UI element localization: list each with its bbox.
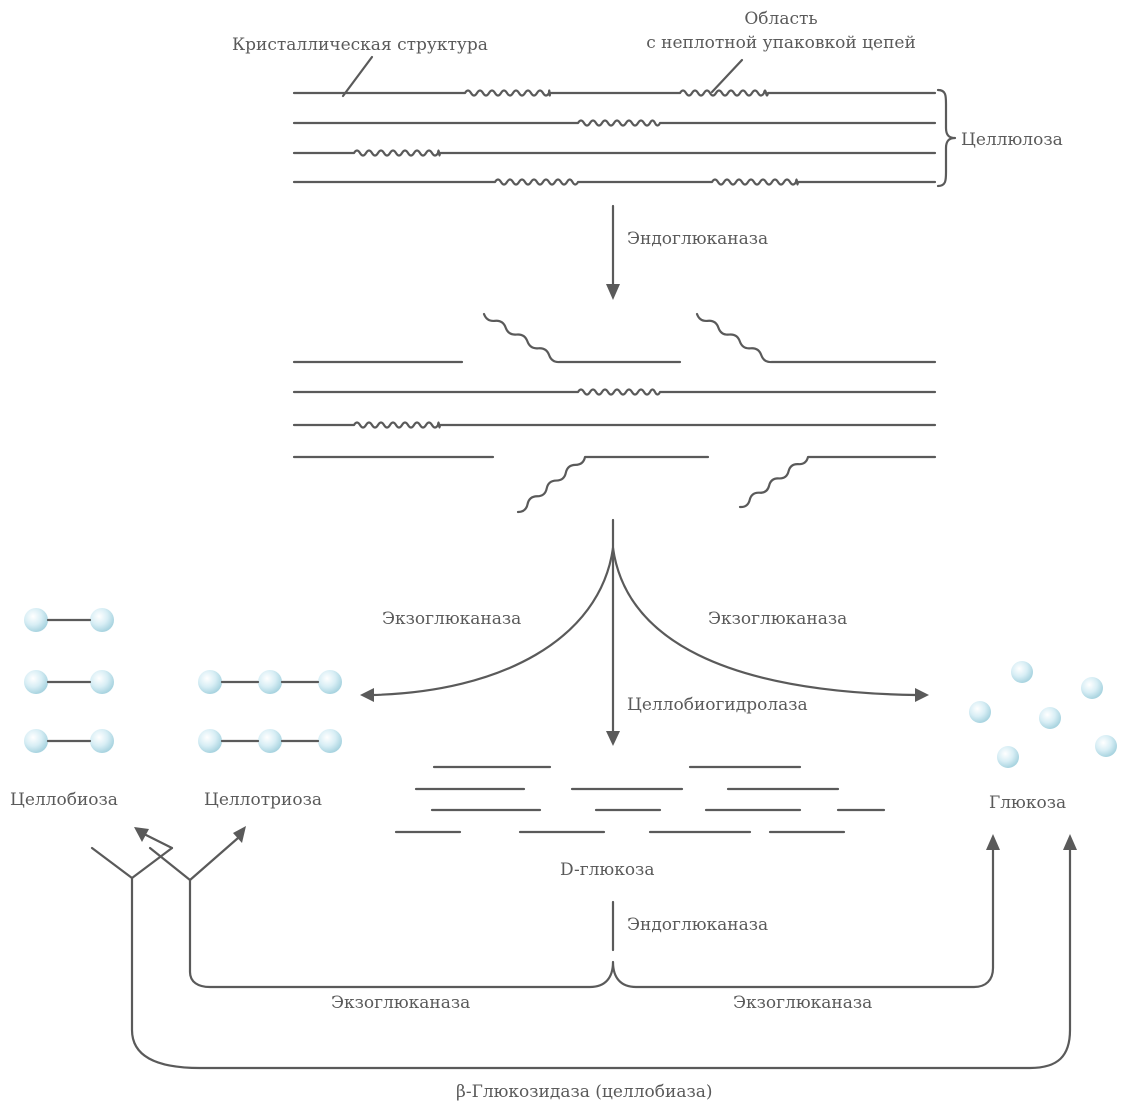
crystalline-structure-label: Кристаллическая структура: [232, 35, 488, 55]
glucose-unit-sphere: [24, 670, 48, 694]
d-glucose-label: D-глюкоза: [560, 860, 654, 880]
glucose-unit-sphere: [318, 729, 342, 753]
glucose-unit-sphere: [90, 608, 114, 632]
glucose-unit-sphere: [258, 670, 282, 694]
exoglucanase-left-arrowhead: [360, 688, 374, 702]
cellulose-chain-3: [292, 149, 937, 157]
fork-to-cellobiose-arrow: [142, 832, 174, 850]
cellulose-chain-4: [292, 178, 937, 186]
endoglucanase-arrowhead: [606, 284, 620, 300]
cellotriose-fork-right: [188, 836, 240, 882]
glucose-unit-sphere: [90, 670, 114, 694]
cellulose-label: Целлюлоза: [961, 130, 1063, 150]
glucose-unit-sphere: [198, 729, 222, 753]
d-glucose-fragments: [394, 765, 886, 834]
glucose-unit-sphere: [24, 729, 48, 753]
cellulose-chains: [292, 89, 937, 186]
fork-to-cellotriose-arrowhead: [233, 826, 246, 843]
glucose-unit-sphere: [969, 701, 991, 723]
cleaved-chains: [292, 312, 937, 514]
glucose-unit-sphere: [24, 608, 48, 632]
glucose-unit-sphere: [1039, 707, 1061, 729]
beta-glucosidase-path: [130, 846, 1072, 1070]
cellobiose-molecules: [24, 608, 114, 753]
fork-to-cellobiose-arrowhead: [134, 827, 149, 842]
glucose-unit-sphere: [318, 670, 342, 694]
exo-to-glucose-arrowhead: [986, 834, 1000, 850]
exoglucanase-bottom-bracket: [188, 846, 995, 989]
exoglucanase-right-label: Экзоглюканаза: [708, 609, 847, 629]
cellobiohydrolase-arrowhead: [606, 731, 620, 746]
glucose-unit-sphere: [1011, 661, 1033, 683]
cellobiose-fork-right: [130, 846, 174, 880]
glucose-unit-sphere: [258, 729, 282, 753]
cellobiohydrolase-label: Целлобиогидролаза: [627, 695, 808, 715]
glucose-label: Глюкоза: [989, 793, 1066, 813]
glucose-unit-sphere: [1081, 677, 1103, 699]
exoglucanase-bottom-left-label: Экзоглюканаза: [331, 993, 470, 1013]
loose-region-leader-line: [710, 58, 744, 94]
cellobiose-label: Целлобиоза: [10, 790, 118, 810]
glucose-unit-sphere: [198, 670, 222, 694]
cellulose-brace: [936, 88, 957, 188]
cellulose-chain-1: [292, 89, 937, 97]
exoglucanase-left-label: Экзоглюканаза: [382, 609, 521, 629]
loose-region-label-line1: Область: [744, 9, 817, 29]
exoglucanase-right-arrow: [611, 546, 918, 697]
glucose-unit-sphere: [90, 729, 114, 753]
exoglucanase-left-arrow: [370, 546, 615, 697]
cellotriose-label: Целлотриоза: [204, 790, 322, 810]
loose-region-label-line2: с неплотной упаковкой цепей: [646, 33, 916, 53]
cellotriose-molecules: [198, 670, 342, 753]
beta-glucosidase-arrowhead: [1063, 834, 1077, 850]
beta-glucosidase-label: β-Глюкозидаза (целлобиаза): [456, 1082, 713, 1102]
crystalline-leader-line: [341, 55, 374, 98]
exoglucanase-right-arrowhead: [915, 688, 929, 702]
glucose-unit-sphere: [997, 746, 1019, 768]
endoglucanase-label-bottom: Эндоглюканаза: [627, 915, 768, 935]
exoglucanase-bottom-right-label: Экзоглюканаза: [733, 993, 872, 1013]
cellobiose-fork-left: [90, 846, 134, 880]
cellulose-chain-2: [292, 119, 937, 127]
glucose-unit-sphere: [1095, 735, 1117, 757]
endoglucanase-label-top: Эндоглюканаза: [627, 229, 768, 249]
glucose-molecules: [969, 661, 1117, 768]
cellotriose-fork-left: [148, 846, 192, 882]
